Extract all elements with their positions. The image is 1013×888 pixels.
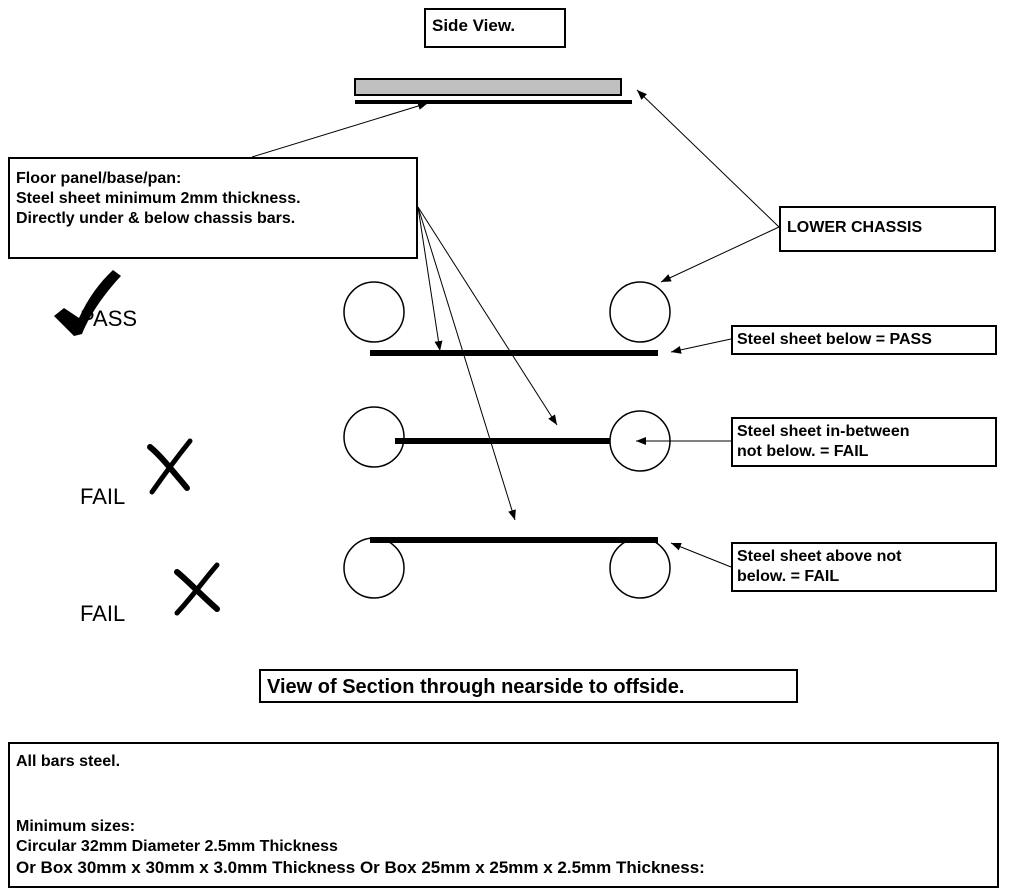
pass-label: PASS [80, 306, 138, 331]
section-title-box: View of Section through nearside to offs… [259, 669, 798, 703]
cross-mark-icon [147, 438, 193, 495]
chassis-bar-circle [343, 537, 405, 599]
section-title: View of Section through nearside to offs… [267, 676, 685, 698]
arrow-callout-below [670, 338, 732, 354]
callout-above-box: Steel sheet above not below. = FAIL [731, 542, 997, 592]
floor-panel-box: Floor panel/base/pan: Steel sheet minimu… [8, 157, 418, 259]
callout-in-between-line-2: not below. = FAIL [737, 443, 869, 460]
callout-above-line-2: below. = FAIL [737, 568, 840, 585]
floor-panel-line-3: Directly under & below chassis bars. [16, 210, 296, 227]
check-mark-icon [54, 270, 121, 336]
chassis-bar-circle [343, 281, 405, 343]
lower-chassis-label: LOWER CHASSIS [787, 219, 923, 236]
fail-label-1: FAIL [80, 484, 126, 509]
bars-note-line-2: Minimum sizes: [16, 818, 136, 835]
floor-panel-line-1: Floor panel/base/pan: [16, 170, 182, 187]
side-view-title-box: Side View. [424, 8, 566, 48]
arrow-callout-above [670, 542, 732, 568]
callout-below-box: Steel sheet below = PASS [731, 325, 997, 355]
callout-in-between-box: Steel sheet in-between not below. = FAIL [731, 417, 997, 467]
side-view-title: Side View. [432, 16, 516, 35]
callout-below-text: Steel sheet below = PASS [737, 331, 932, 348]
arrow-lower-chassis-to-side-view [636, 89, 780, 228]
chassis-bar-circle [343, 406, 405, 468]
arrow-floor-panel-to-between-sheet [417, 206, 558, 426]
bars-note-line-1: All bars steel. [16, 753, 121, 770]
chassis-bar-circle [609, 281, 671, 343]
bars-note-line-3: Circular 32mm Diameter 2.5mm Thickness [16, 838, 338, 855]
lower-chassis-box: LOWER CHASSIS [779, 206, 996, 252]
callout-above-line-1: Steel sheet above not [737, 548, 902, 565]
arrow-lower-chassis-to-circle [660, 226, 780, 283]
bars-note-box: All bars steel. Minimum sizes: Circular … [8, 742, 999, 888]
fail-label-2: FAIL [80, 601, 126, 626]
cross-mark-icon [174, 562, 220, 616]
floor-panel-line-2: Steel sheet minimum 2mm thickness. [16, 190, 301, 207]
arrow-floor-panel-to-pass-sheet [417, 206, 443, 352]
side-view-chassis-bar [354, 78, 622, 96]
arrow-floor-panel-to-side-view [251, 102, 429, 158]
bars-note-line-4: Or Box 30mm x 30mm x 3.0mm Thickness Or … [16, 858, 705, 877]
arrow-floor-panel-to-above-sheet [417, 206, 516, 521]
chassis-bar-circle [609, 537, 671, 599]
callout-in-between-line-1: Steel sheet in-between [737, 423, 910, 440]
